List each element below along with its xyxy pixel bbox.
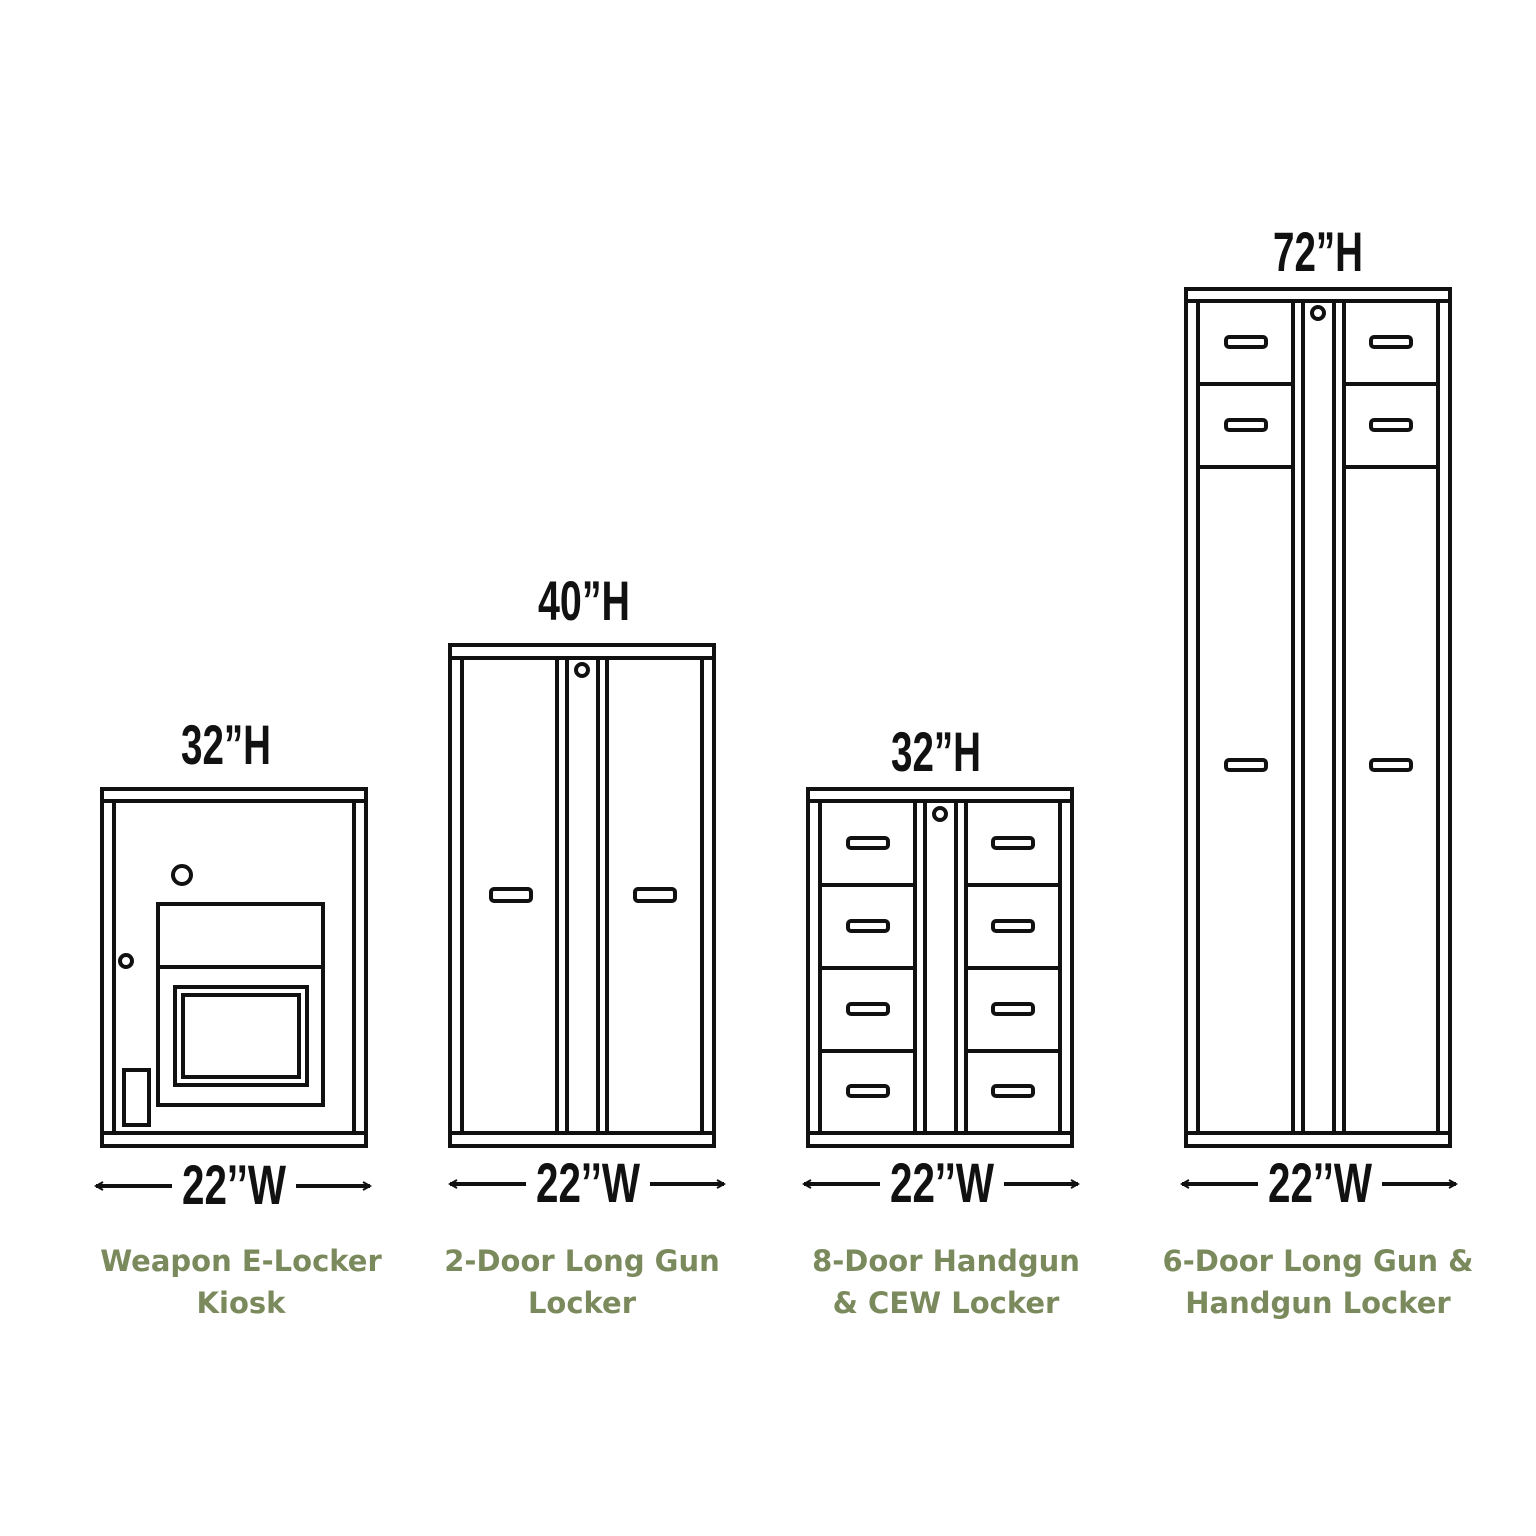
- locker-name: Locker: [528, 1286, 637, 1320]
- height-label: 40”H: [538, 569, 630, 632]
- door-handles: [1224, 335, 1413, 772]
- width-label: 22’’W: [1268, 1151, 1372, 1214]
- width-dimension-arrows: [96, 1184, 1456, 1186]
- locker-name: 8-Door Handgun: [812, 1244, 1080, 1278]
- width-label: 22’’W: [890, 1151, 994, 1214]
- locker-name: Kiosk: [197, 1286, 287, 1320]
- six-door-locker-drawing: [1184, 287, 1452, 1148]
- lock-icon: [1310, 305, 1326, 321]
- lock-icon: [932, 806, 948, 822]
- locker-name: 6-Door Long Gun &: [1163, 1244, 1474, 1278]
- eight-door-locker-drawing: [806, 787, 1074, 1148]
- width-label: 22’’W: [182, 1153, 286, 1216]
- locker-name: 2-Door Long Gun: [444, 1244, 720, 1278]
- two-door-locker-drawing: [448, 643, 716, 1148]
- lock-icon: [574, 662, 590, 678]
- door-handle: [633, 887, 677, 903]
- locker-name: & CEW Locker: [833, 1286, 1060, 1320]
- kiosk-locker-drawing: [100, 787, 368, 1148]
- camera-icon: [171, 864, 193, 886]
- height-label: 32”H: [181, 713, 271, 776]
- lock-icon: [118, 953, 134, 969]
- width-label: 22’’W: [536, 1151, 640, 1214]
- height-label: 32”H: [891, 720, 981, 783]
- height-label: 72”H: [1273, 220, 1363, 283]
- screen: [173, 985, 309, 1087]
- locker-name: Weapon E-Locker: [100, 1244, 382, 1278]
- door-handles: [846, 836, 1035, 1098]
- locker-name: Handgun Locker: [1185, 1286, 1451, 1320]
- door-handle: [489, 887, 533, 903]
